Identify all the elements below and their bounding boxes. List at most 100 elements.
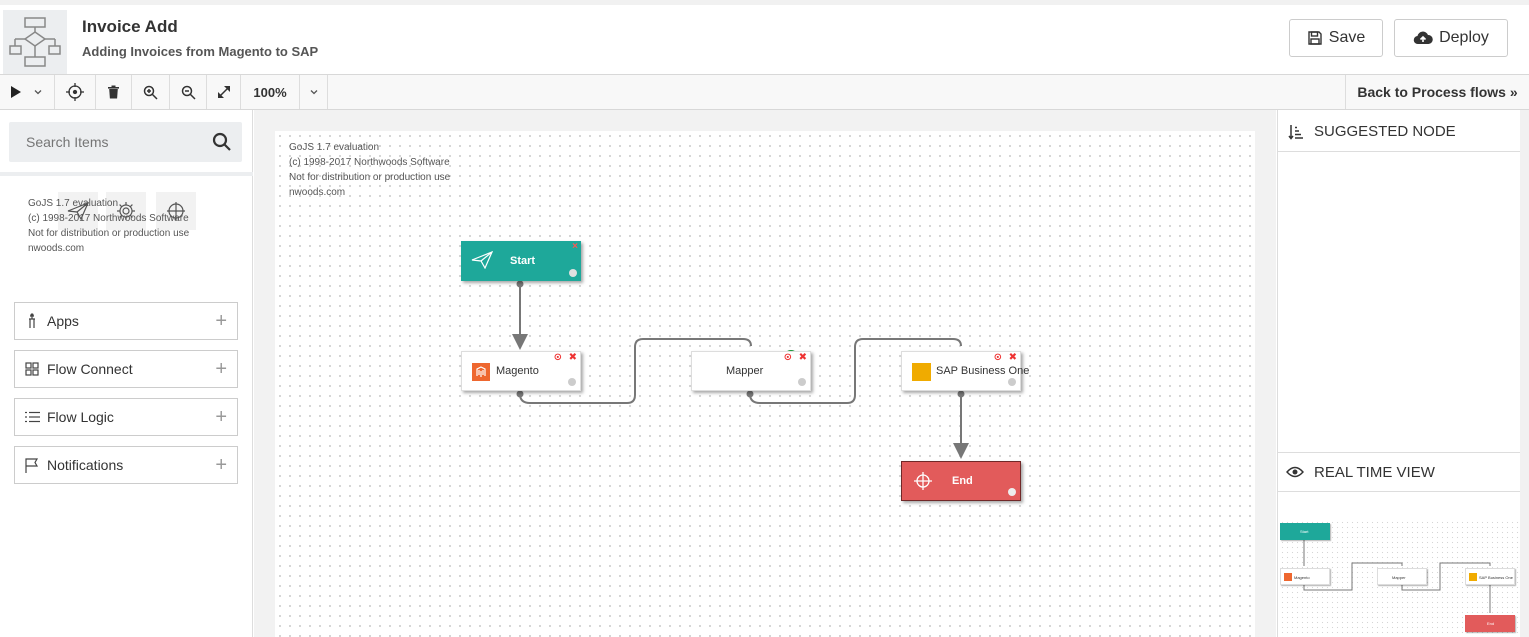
list-icon bbox=[24, 411, 40, 423]
search-icon[interactable] bbox=[212, 132, 232, 152]
palette-settings-item[interactable] bbox=[106, 192, 146, 230]
mini-node-sap: SAP Business One bbox=[1465, 568, 1515, 585]
section-flow-logic[interactable]: Flow Logic + bbox=[14, 398, 238, 436]
suggested-node-title: SUGGESTED NODE bbox=[1314, 123, 1456, 140]
zoom-in-icon bbox=[143, 85, 158, 100]
port-dot[interactable] bbox=[1008, 488, 1016, 496]
close-icon[interactable]: ✖ bbox=[568, 352, 577, 363]
expand-plus-icon[interactable]: + bbox=[215, 310, 227, 332]
play-icon bbox=[11, 86, 21, 98]
sort-icon bbox=[1288, 124, 1303, 140]
chevron-down-icon bbox=[310, 90, 317, 95]
section-notifications[interactable]: Notifications + bbox=[14, 446, 238, 484]
chevron-down-icon bbox=[34, 90, 42, 95]
canvas-watermark: GoJS 1.7 evaluation (c) 1998-2017 Northw… bbox=[289, 142, 451, 198]
trash-icon bbox=[108, 85, 119, 99]
crosshair-icon bbox=[66, 83, 84, 101]
magento-logo-icon bbox=[472, 363, 490, 381]
node-mapper[interactable]: Mapper ⊙ ✖ bbox=[691, 351, 811, 391]
node-end[interactable]: End bbox=[901, 461, 1021, 501]
settings-dot-icon[interactable]: ⊙ bbox=[553, 352, 562, 363]
port-dot[interactable] bbox=[1008, 378, 1016, 386]
app-icon bbox=[29, 313, 35, 328]
expand-icon bbox=[217, 86, 230, 98]
port-dot[interactable] bbox=[568, 378, 576, 386]
flag-icon bbox=[25, 457, 39, 473]
cloud-upload-icon bbox=[1413, 31, 1433, 45]
save-button[interactable]: Save bbox=[1289, 19, 1383, 57]
run-dropdown-button[interactable] bbox=[0, 75, 55, 109]
palette-watermark: GoJS 1.7 evaluation (c) 1998-2017 Northw… bbox=[28, 198, 190, 254]
real-time-view-header: REAL TIME VIEW bbox=[1278, 452, 1521, 492]
zoom-out-button[interactable] bbox=[170, 75, 207, 109]
node-start-label: Start bbox=[510, 255, 536, 267]
section-flow-connect[interactable]: Flow Connect + bbox=[14, 350, 238, 388]
section-apps[interactable]: Apps + bbox=[14, 302, 238, 340]
gear-icon bbox=[117, 202, 135, 220]
real-time-view-title: REAL TIME VIEW bbox=[1314, 463, 1435, 481]
header: Invoice Add Adding Invoices from Magento… bbox=[0, 5, 1529, 75]
crosshair-icon bbox=[167, 202, 185, 220]
expand-plus-icon[interactable]: + bbox=[215, 406, 227, 428]
deploy-label: Deploy bbox=[1439, 29, 1489, 46]
back-to-process-flows-link[interactable]: Back to Process flows » bbox=[1345, 75, 1529, 109]
mini-node-magento: Magento bbox=[1280, 568, 1330, 585]
top-strip bbox=[0, 0, 1529, 5]
link-mapper-sap bbox=[749, 338, 962, 404]
locate-button[interactable] bbox=[55, 75, 96, 109]
fit-to-screen-button[interactable] bbox=[207, 75, 241, 109]
palette-start-item[interactable] bbox=[58, 192, 98, 230]
paper-plane-icon bbox=[471, 251, 493, 269]
diagram-canvas[interactable]: GoJS 1.7 evaluation (c) 1998-2017 Northw… bbox=[275, 131, 1255, 637]
mini-node-mapper: Mapper bbox=[1377, 568, 1427, 585]
section-flow-connect-label: Flow Connect bbox=[47, 361, 133, 377]
section-notifications-label: Notifications bbox=[47, 457, 124, 473]
zoom-dropdown-button[interactable] bbox=[300, 75, 328, 109]
eye-icon bbox=[1286, 466, 1304, 478]
right-panel: SUGGESTED NODE REAL TIME VIEW Start Mage… bbox=[1277, 110, 1529, 637]
page-subtitle: Adding Invoices from Magento to SAP bbox=[82, 44, 319, 59]
palette-panel: GoJS 1.7 evaluation (c) 1998-2017 Northw… bbox=[0, 110, 253, 637]
save-label: Save bbox=[1328, 29, 1366, 46]
section-apps-label: Apps bbox=[47, 313, 79, 329]
port-dot[interactable] bbox=[798, 378, 806, 386]
section-flow-logic-label: Flow Logic bbox=[47, 409, 114, 425]
zoom-in-button[interactable] bbox=[132, 75, 170, 109]
close-icon[interactable]: × bbox=[572, 241, 578, 252]
node-magento[interactable]: Magento ⊙ ✖ bbox=[461, 351, 581, 391]
connectors bbox=[512, 280, 969, 459]
sap-logo-icon bbox=[912, 363, 931, 381]
zoom-level: 100% bbox=[241, 75, 300, 109]
page-title: Invoice Add bbox=[82, 17, 178, 36]
toolbar: 100% Back to Process flows » bbox=[0, 75, 1529, 110]
settings-dot-icon[interactable]: ⊙ bbox=[993, 352, 1002, 363]
port-dot[interactable] bbox=[569, 269, 577, 277]
search-input[interactable] bbox=[9, 122, 204, 162]
flowchart-logo-icon bbox=[3, 10, 67, 74]
separator bbox=[0, 172, 253, 176]
node-sap[interactable]: SAP Business One ⊙ ✖ bbox=[901, 351, 1029, 391]
right-panel-scrollbar[interactable] bbox=[1520, 110, 1529, 637]
close-icon[interactable]: ✖ bbox=[1008, 352, 1017, 363]
overview-minimap[interactable]: Start Magento Mapper SAP Business One En… bbox=[1280, 520, 1520, 637]
expand-plus-icon[interactable]: + bbox=[215, 358, 227, 380]
deploy-button[interactable]: Deploy bbox=[1394, 19, 1508, 57]
node-end-label: End bbox=[952, 475, 973, 487]
floppy-disk-icon bbox=[1308, 31, 1322, 45]
delete-button[interactable] bbox=[96, 75, 132, 109]
node-mapper-label: Mapper bbox=[726, 365, 764, 377]
mini-connectors bbox=[1303, 540, 1491, 613]
node-magento-label: Magento bbox=[496, 365, 539, 377]
close-icon[interactable]: ✖ bbox=[798, 352, 807, 363]
zoom-out-icon bbox=[181, 85, 196, 100]
node-start[interactable]: Start × bbox=[461, 241, 581, 281]
crosshair-icon bbox=[914, 472, 932, 490]
expand-plus-icon[interactable]: + bbox=[215, 454, 227, 476]
paper-plane-icon bbox=[67, 202, 89, 220]
node-sap-label: SAP Business One bbox=[936, 365, 1030, 377]
settings-dot-icon[interactable]: ⊙ bbox=[783, 352, 792, 363]
palette-end-item[interactable] bbox=[156, 192, 196, 230]
mini-node-end: End bbox=[1465, 615, 1515, 632]
grid-icon bbox=[25, 362, 39, 376]
link-magento-mapper bbox=[519, 338, 752, 404]
